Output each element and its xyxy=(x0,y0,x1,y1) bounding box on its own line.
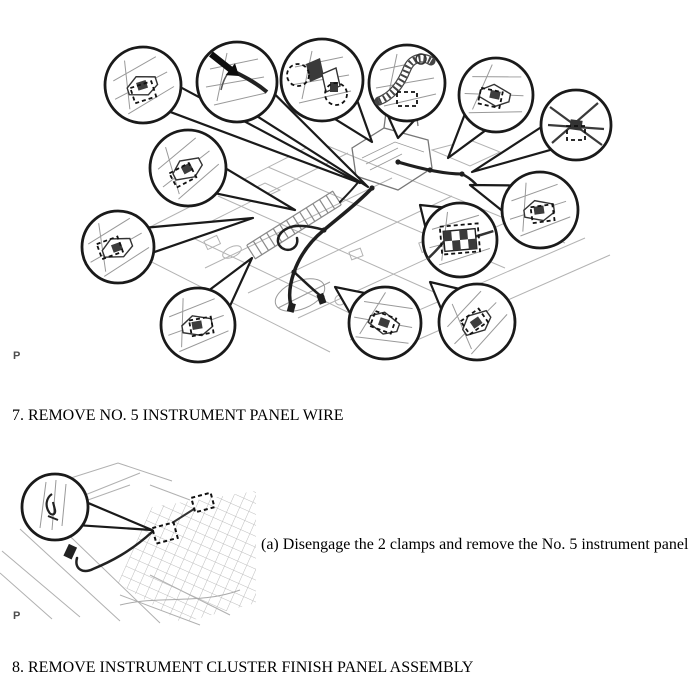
figure-instrument-panel-wire-overview xyxy=(80,37,613,364)
figure2-heater-unit-art xyxy=(0,462,256,626)
figure-no5-panel-wire-clamps xyxy=(0,462,256,626)
figure2-watermark: P xyxy=(13,610,21,622)
clamp-highlight-1 xyxy=(151,521,179,545)
substep-a-text: (a) Disengage the 2 clamps and remove th… xyxy=(261,536,689,553)
black-arrow-icon xyxy=(209,51,239,76)
step-7-heading: 7. REMOVE NO. 5 INSTRUMENT PANEL WIRE xyxy=(12,407,344,424)
clamp-highlight-2 xyxy=(190,491,216,514)
step-8-heading: 8. REMOVE INSTRUMENT CLUSTER FINISH PANE… xyxy=(12,659,474,676)
figure1-watermark: P xyxy=(13,350,21,362)
figure2-wire-art xyxy=(63,491,216,573)
